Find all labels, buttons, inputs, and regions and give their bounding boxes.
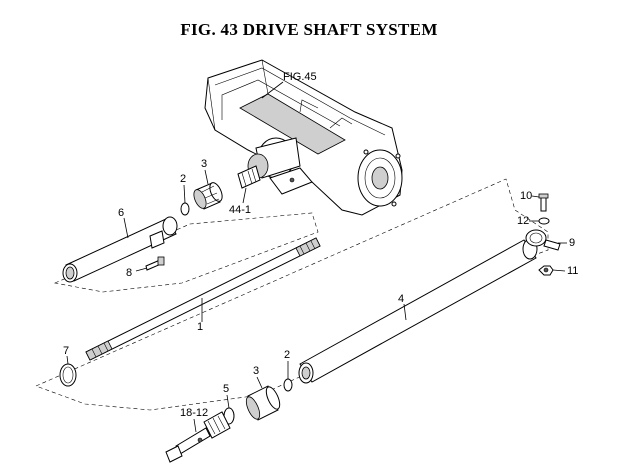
leader-5 [226,394,230,409]
sleeve-coupling-upper [193,182,223,210]
drive-shaft-long [85,237,321,361]
part-label-44-1: 44-1 [229,204,251,216]
leader-18-12 [193,418,197,433]
part-label-2-upper: 2 [180,173,186,185]
leader-6 [123,217,129,239]
clamp-nut [538,265,554,276]
part-label-12: 12 [517,215,529,227]
part-label-2-lower: 2 [284,349,290,361]
leader-4 [403,303,407,321]
leader-8 [135,267,148,272]
part-label-11: 11 [567,265,578,277]
figure-title: FIG. 43 DRIVE SHAFT SYSTEM [180,20,438,39]
leader-fig45 [261,81,284,99]
part-label-8: 8 [126,267,132,279]
part-label-1: 1 [197,321,203,333]
part-label-7: 7 [63,345,69,357]
tube-housing [62,216,178,283]
sleeve-coupling-lower [245,385,281,421]
part-label-6: 6 [118,207,124,219]
pinion-shaft [165,411,231,463]
gear-case-housing [204,59,403,216]
leader-2-upper [183,184,186,204]
outer-tube [298,238,538,384]
ref-label-fig45: FIG.45 [283,71,317,83]
part-label-3-lower: 3 [253,365,259,377]
clamp-bolt [538,193,549,212]
part-label-5: 5 [223,383,229,395]
group-outline-upper [53,212,319,293]
leader-3-upper [204,169,209,185]
o-ring-large-inner [62,366,74,384]
part-label-9: 9 [569,237,575,249]
leader-7 [66,355,69,365]
bolt-small [145,256,165,271]
snap-ring-upper [180,202,190,216]
leader-44-1 [242,187,247,204]
leader-3-lower [256,376,263,389]
leader-11 [552,269,566,272]
part-label-18-12: 18-12 [180,407,208,419]
part-label-10: 10 [520,190,532,202]
part-label-4: 4 [398,293,404,305]
washer-small [538,217,550,225]
leader-10 [531,195,540,198]
group-outline-lower [35,178,549,411]
tube-clamp [525,229,561,251]
part-label-3-upper: 3 [201,158,207,170]
snap-ring-lower [283,378,293,392]
